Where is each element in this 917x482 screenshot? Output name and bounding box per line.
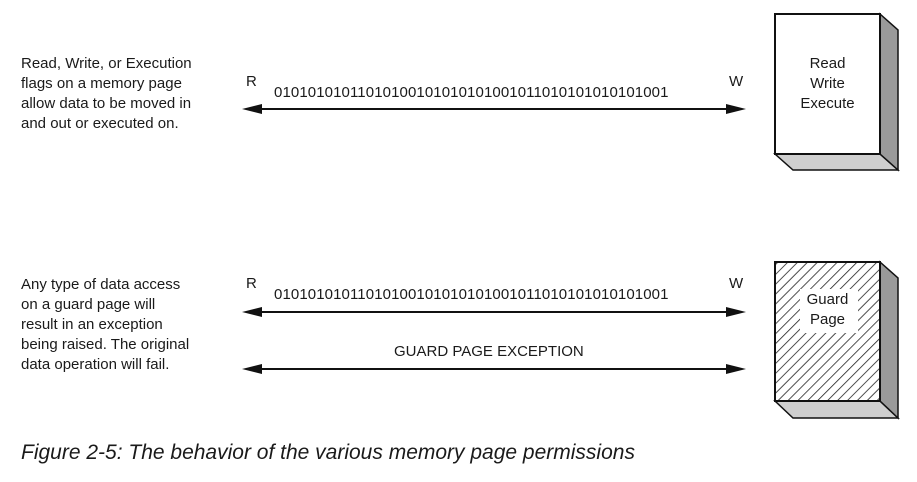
rwx-page-label: Read Write Execute bbox=[800, 55, 855, 112]
bottom-bit-string: 0101010101101010010101010100101101010101… bbox=[274, 286, 669, 303]
rwx-page-box bbox=[773, 12, 900, 172]
top-write-label: W bbox=[729, 73, 744, 90]
guard-page-box bbox=[773, 260, 900, 420]
top-read-label: R bbox=[246, 73, 257, 90]
guard-page-label: Guard Page bbox=[806, 291, 849, 328]
top-description: Read, Write, or Execution flags on a mem… bbox=[21, 55, 192, 132]
exception-double-arrow bbox=[242, 364, 746, 374]
top-double-arrow bbox=[242, 104, 746, 114]
guard-page-exception-label: GUARD PAGE EXCEPTION bbox=[394, 343, 584, 360]
bottom-write-label: W bbox=[729, 275, 744, 292]
bottom-data-double-arrow bbox=[242, 307, 746, 317]
figure-caption: Figure 2-5: The behavior of the various … bbox=[21, 441, 635, 464]
top-bit-string: 0101010101101010010101010100101101010101… bbox=[274, 84, 669, 101]
bottom-description: Any type of data access on a guard page … bbox=[21, 276, 190, 373]
bottom-read-label: R bbox=[246, 275, 257, 292]
